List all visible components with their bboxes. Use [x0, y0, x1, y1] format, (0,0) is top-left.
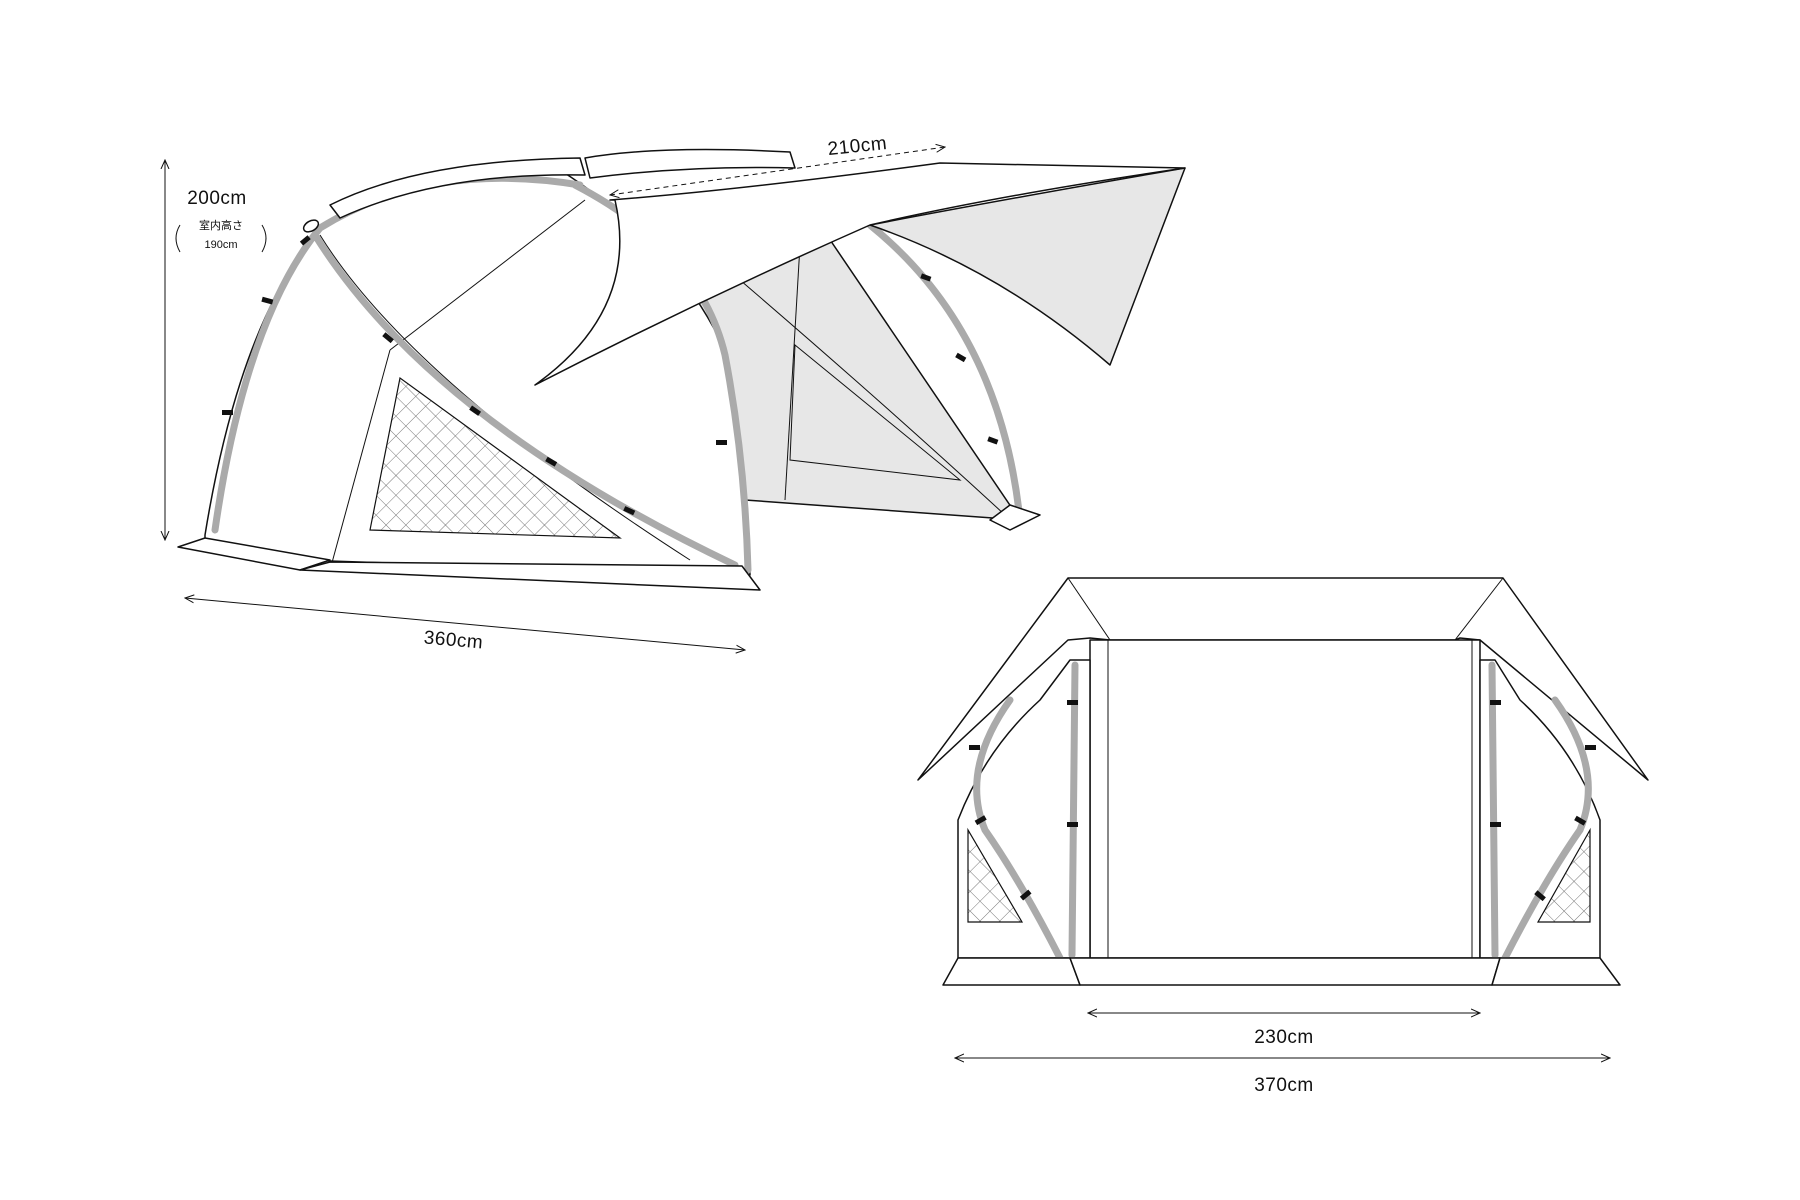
- caption-paren-right: [261, 224, 267, 253]
- inner-width-label: 230cm: [1254, 1027, 1314, 1048]
- length-dimension-line: [185, 598, 745, 650]
- right-mesh-window: [1536, 827, 1591, 923]
- left-mesh-window: [967, 827, 1024, 923]
- side-view: 200cm 室内高さ 190cm 360cm 210cm: [165, 133, 1186, 654]
- total-width-label: 370cm: [1254, 1075, 1314, 1096]
- caption-paren-left: [175, 224, 181, 253]
- length-label: 360cm: [423, 627, 484, 653]
- inner-height-value: 190cm: [204, 239, 237, 251]
- main-dome: [177, 168, 761, 591]
- tarp-depth-dimension-line: [610, 147, 945, 195]
- height-label: 200cm: [187, 188, 247, 209]
- side-dimensions: [165, 147, 945, 650]
- inner-height-caption: 室内高さ: [199, 218, 243, 232]
- front-view: 230cm 370cm: [917, 577, 1649, 1096]
- mesh-window: [369, 376, 622, 539]
